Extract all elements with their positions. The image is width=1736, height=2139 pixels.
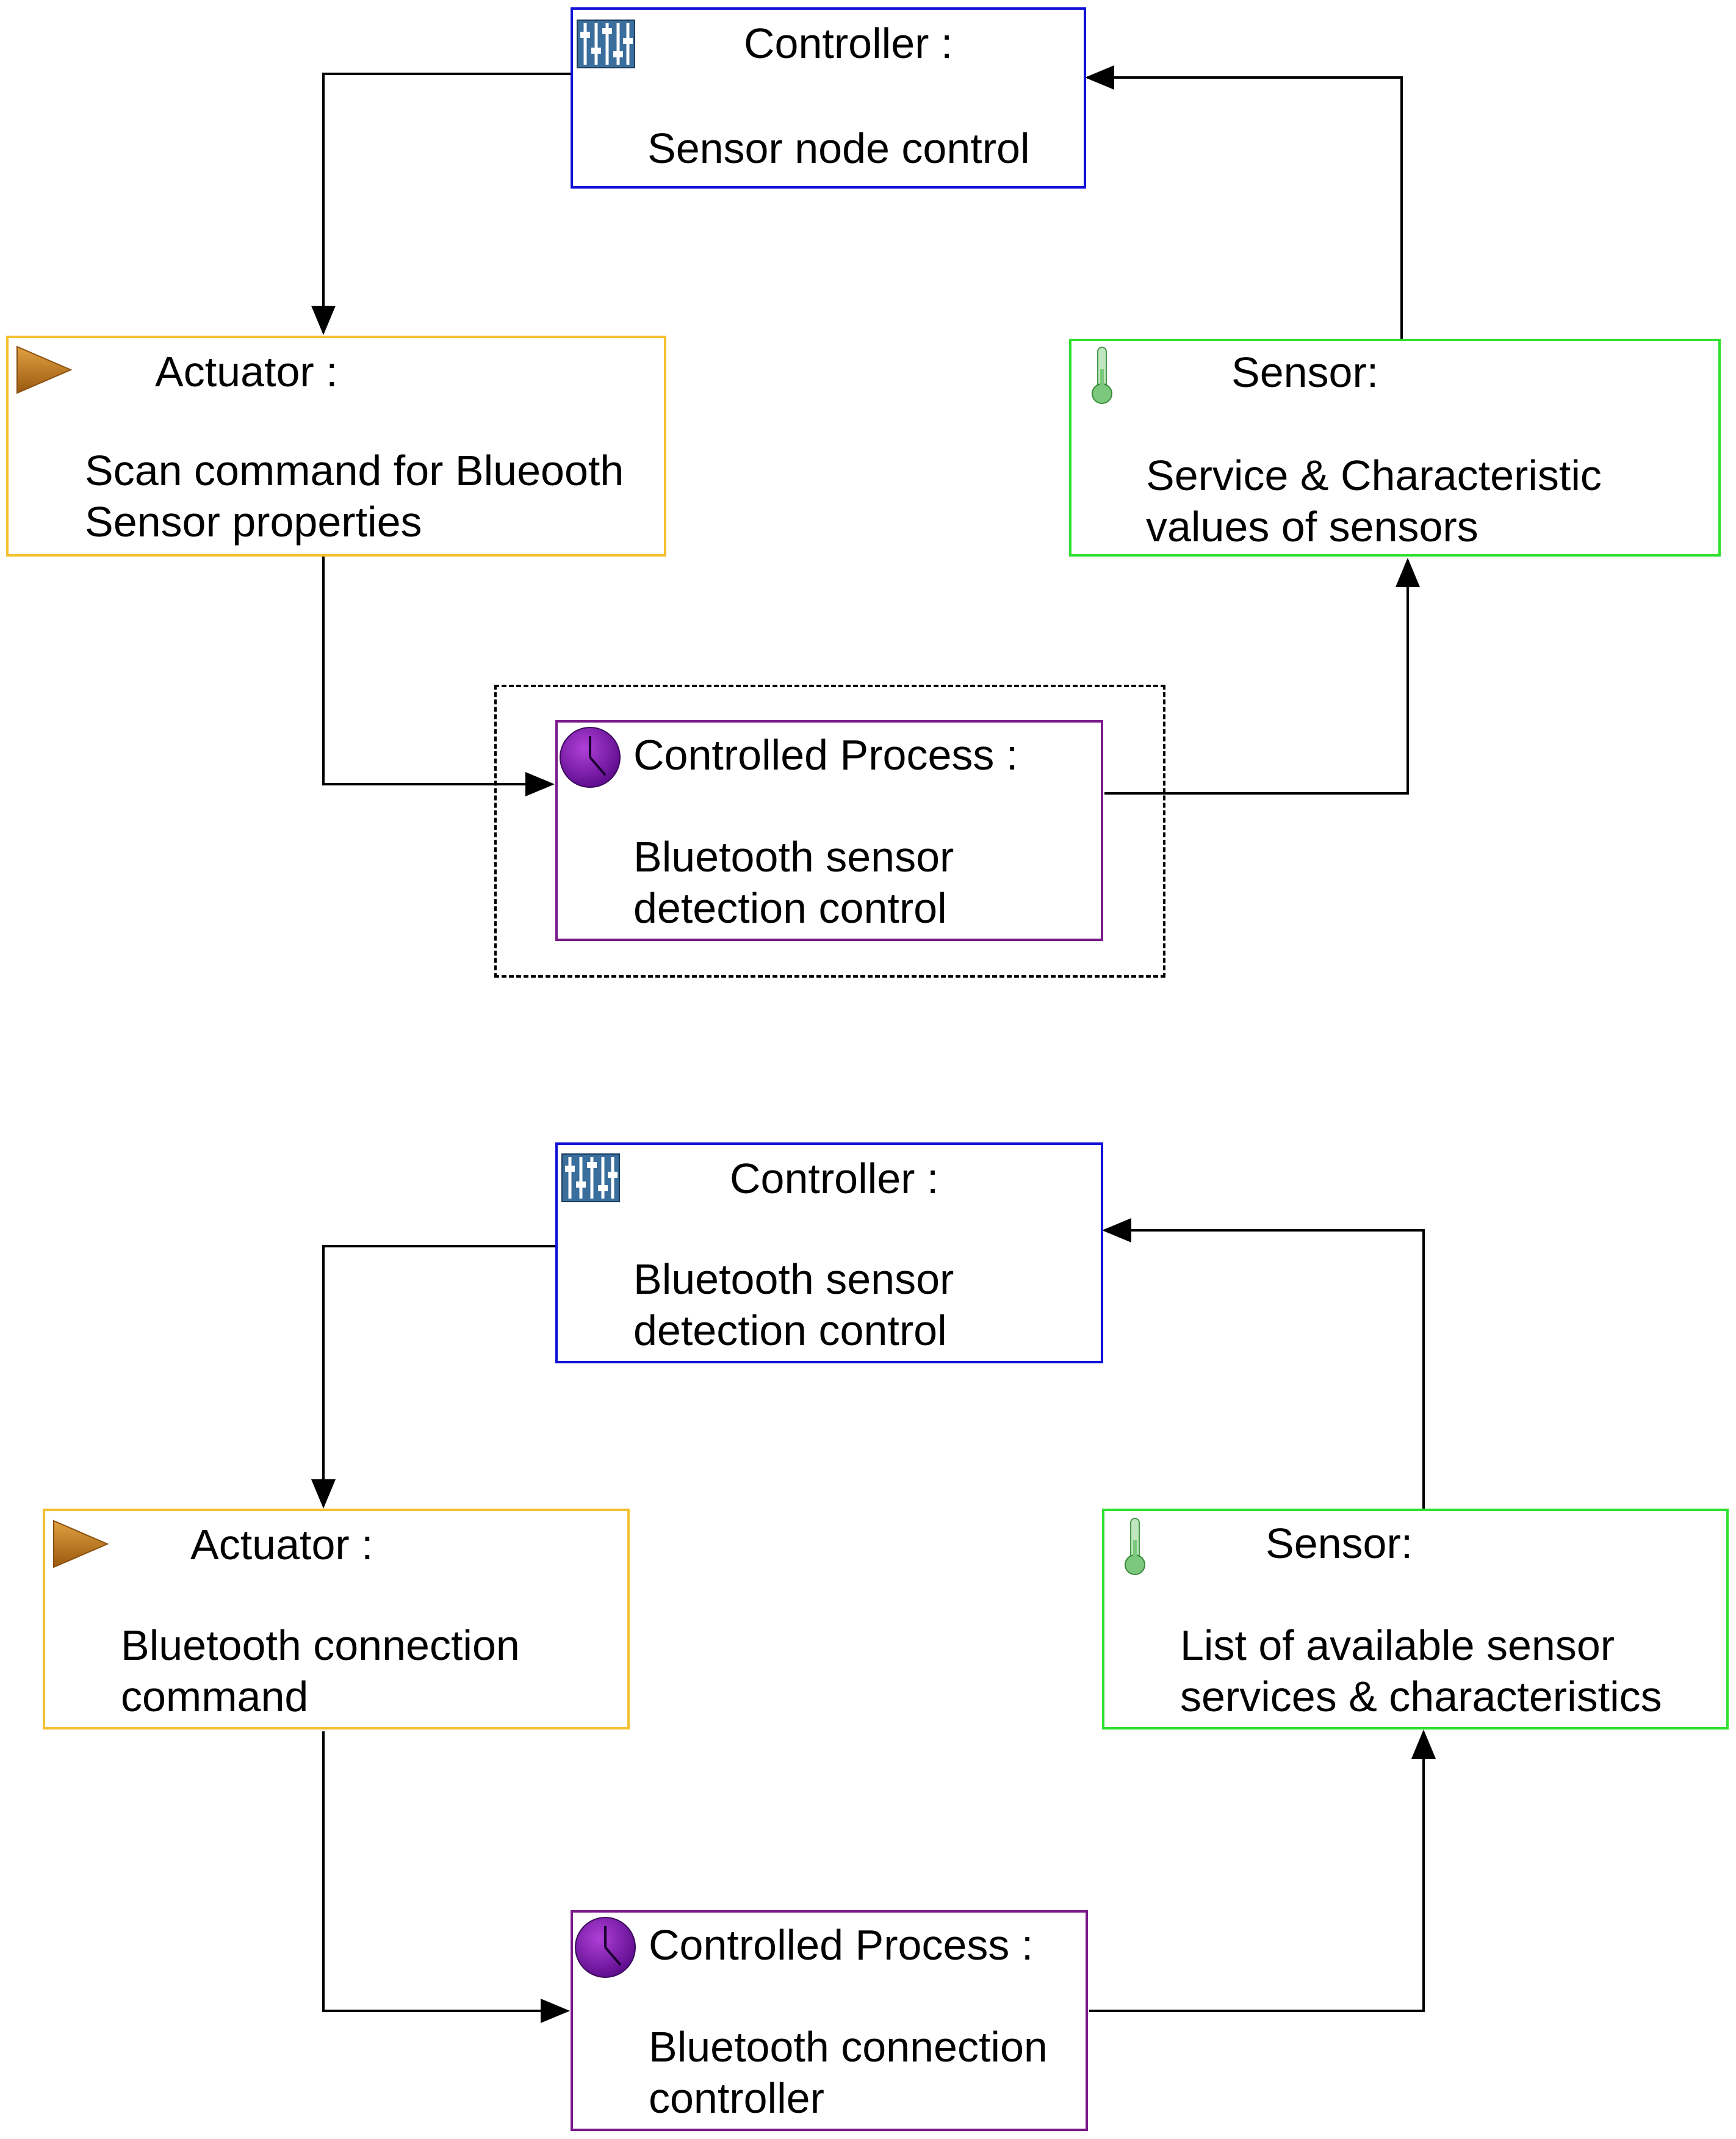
sliders-icon <box>561 1153 620 1205</box>
controlled-process-body: Bluetooth sensor detection control <box>633 833 954 932</box>
controller-body: Sensor node control <box>647 124 1030 172</box>
sensor-box-1: Sensor: Service & Characteristic values … <box>1069 339 1721 557</box>
edge-sensor-to-controller-2 <box>1102 1218 1425 1509</box>
controlled-process-title: Controlled Process : <box>649 1921 1034 1969</box>
play-triangle-icon <box>15 344 73 399</box>
controller-title: Controller : <box>744 20 953 67</box>
controlled-process-body: Bluetooth connection controller <box>649 2023 1048 2122</box>
actuator-body: Scan command for Blueooth Sensor propert… <box>85 447 624 546</box>
actuator-title: Actuator : <box>155 348 338 395</box>
play-triangle-icon <box>51 1518 109 1573</box>
controlled-process-box-2: Controlled Process : Bluetooth connectio… <box>571 1910 1088 2131</box>
clock-icon <box>558 725 622 793</box>
edge-controller-to-actuator-1 <box>311 73 571 335</box>
controller-box-2: Controller : Bluetooth sensor detection … <box>555 1142 1103 1363</box>
controller-body: Bluetooth sensor detection control <box>633 1255 954 1354</box>
sensor-body: List of available sensor services & char… <box>1180 1621 1662 1720</box>
actuator-body: Bluetooth connection command <box>121 1621 520 1720</box>
sensor-title: Sensor: <box>1266 1520 1413 1567</box>
sensor-box-2: Sensor: List of available sensor service… <box>1102 1509 1729 1730</box>
controlled-process-box-1: Controlled Process : Bluetooth sensor de… <box>555 720 1103 941</box>
actuator-title: Actuator : <box>190 1521 373 1568</box>
edge-process-to-sensor-2 <box>1089 1730 1436 2012</box>
actuator-box-2: Actuator : Bluetooth connection command <box>43 1509 630 1730</box>
sensor-title: Sensor: <box>1231 348 1379 396</box>
controller-title: Controller : <box>730 1155 939 1202</box>
edge-sensor-to-controller-1 <box>1085 65 1403 339</box>
edge-actuator-to-process-1 <box>322 557 555 796</box>
sensor-body: Service & Characteristic values of senso… <box>1146 452 1602 550</box>
process-boundary-dashed <box>494 685 1165 978</box>
edge-controller-to-actuator-2 <box>311 1245 555 1509</box>
thermometer-icon <box>1123 1516 1147 1580</box>
clock-icon <box>573 1915 638 1983</box>
sliders-icon <box>577 20 635 71</box>
actuator-box-1: Actuator : Scan command for Blueooth Sen… <box>6 336 666 557</box>
thermometer-icon <box>1090 345 1114 409</box>
edge-process-to-sensor-1 <box>1104 558 1420 795</box>
controlled-process-title: Controlled Process : <box>633 731 1018 779</box>
edge-actuator-to-process-2 <box>322 1731 570 2023</box>
controller-box-1: Controller : Sensor node control <box>571 7 1086 189</box>
